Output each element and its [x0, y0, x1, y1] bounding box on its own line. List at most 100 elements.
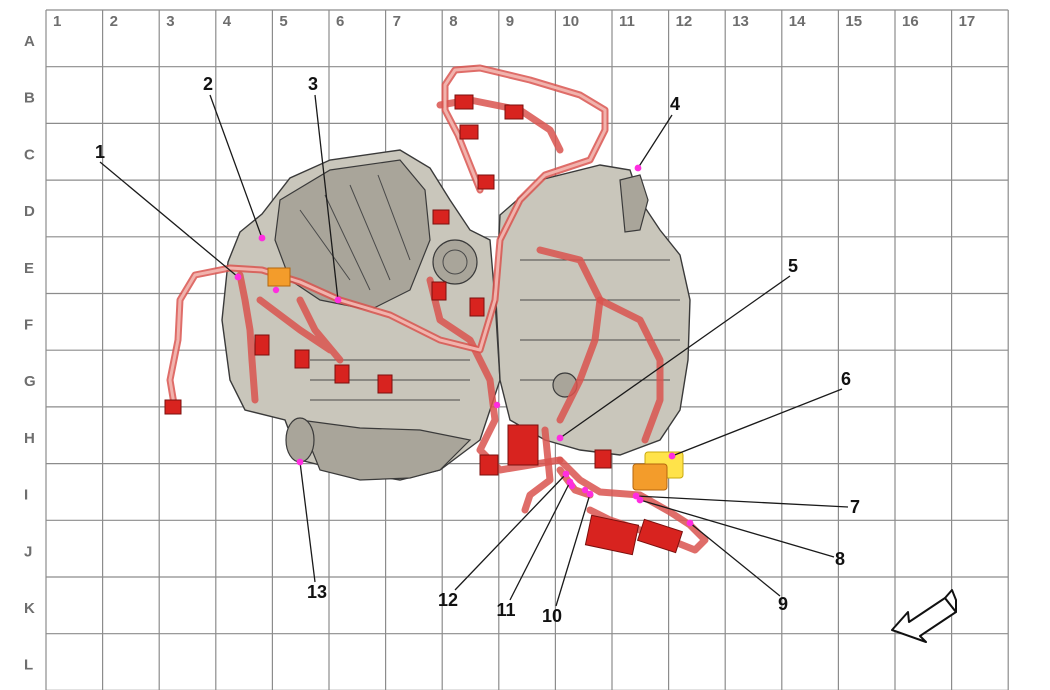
callout-number: 1 [95, 142, 105, 162]
grid-column-label: 17 [959, 13, 976, 30]
connector [636, 518, 684, 554]
intake-manifold [274, 159, 431, 311]
highlighted-connector-orange [267, 267, 291, 287]
grid-column-label: 5 [279, 13, 287, 30]
callout-number: 13 [307, 582, 327, 602]
callout-marker-dot [586, 490, 594, 498]
callout-marker-dot [634, 164, 642, 172]
grid-row-label: B [24, 90, 35, 107]
grid-column-label: 2 [110, 13, 118, 30]
callout-3: 3 [308, 74, 342, 304]
callout-leader-line [555, 493, 591, 607]
callout-4: 4 [634, 94, 680, 172]
harness-branch-left [236, 271, 344, 404]
callout-leader-line [314, 94, 339, 301]
grid-column-label: 15 [845, 13, 862, 30]
callout-number: 4 [670, 94, 680, 114]
grid-row-label: E [24, 260, 34, 277]
throttle-body [432, 239, 478, 285]
grid-row-label: K [24, 600, 35, 617]
harness-core [168, 66, 607, 412]
callout-2: 2 [203, 74, 266, 242]
grid-column-label: 13 [732, 13, 749, 30]
callout-6: 6 [668, 369, 851, 460]
connector [469, 297, 485, 317]
bell-housing [619, 174, 649, 233]
callout-number: 3 [308, 74, 318, 94]
grid-row-label: I [24, 487, 28, 504]
grid-column-label: 6 [336, 13, 344, 30]
callout-marker-dot [668, 452, 676, 460]
harness-marker-dot [568, 482, 576, 490]
callout-11: 11 [496, 478, 574, 620]
connector [294, 349, 310, 369]
grid-row-label: D [24, 203, 35, 220]
grid-row-label: C [24, 146, 35, 163]
harness-marker-dot [272, 286, 280, 294]
connector [431, 281, 447, 301]
callout-number: 7 [850, 497, 860, 517]
callout-marker-dot [296, 458, 304, 466]
connector [164, 399, 182, 415]
callout-leader-line [509, 481, 571, 601]
connector [479, 454, 499, 476]
connector [477, 174, 495, 190]
harness-branch-trans [536, 246, 604, 424]
callout-marker-dot [258, 234, 266, 242]
connector [584, 514, 640, 556]
grid-row-label: L [24, 657, 33, 674]
callout-marker-dot [562, 470, 570, 478]
callout-number: 5 [788, 256, 798, 276]
callout-leader-line [635, 495, 849, 508]
callout-9: 9 [686, 519, 788, 614]
grid-column-label: 7 [393, 13, 401, 30]
transmission [495, 164, 691, 456]
callout-leader-line [639, 499, 835, 558]
manifold-runners [299, 174, 411, 291]
grid-column-label: 9 [506, 13, 514, 30]
callout-13: 13 [296, 458, 327, 602]
harness-branch-far [596, 296, 664, 444]
grid-column-label: 16 [902, 13, 919, 30]
connector [334, 364, 350, 384]
callout-number: 12 [438, 590, 458, 610]
direction-arrow-icon [891, 589, 957, 643]
grid-column-label: 14 [789, 13, 806, 30]
oil-pan [299, 419, 472, 481]
callout-number: 8 [835, 549, 845, 569]
direction-arrow-icon [891, 597, 957, 643]
callout-leader-line [689, 522, 781, 597]
callout-marker-dot [686, 519, 694, 527]
direction-arrow-side [944, 589, 957, 613]
throttle-body-inner [442, 249, 468, 275]
callout-marker-dot [334, 296, 342, 304]
callout-number: 10 [542, 606, 562, 626]
connector [254, 334, 270, 356]
connector [432, 209, 450, 225]
connector [594, 449, 612, 469]
engine-illustration [221, 149, 691, 481]
callout-leader-line [299, 461, 316, 583]
grid-row-label: G [24, 373, 36, 390]
callout-number: 9 [778, 594, 788, 614]
grid-column-label: 1 [53, 13, 61, 30]
grid-row-label: F [24, 317, 33, 334]
callout-leader-line [209, 94, 263, 239]
grid-row-label: J [24, 543, 32, 560]
callout-number: 2 [203, 74, 213, 94]
highlighted-connector-orange [632, 463, 668, 491]
grid-column-label: 4 [223, 13, 232, 30]
grid-row-label: H [24, 430, 35, 447]
callout-leader-line [99, 161, 239, 278]
grid-row-label: A [24, 33, 35, 50]
grid-column-label: 11 [619, 13, 635, 30]
callout-8: 8 [636, 496, 845, 569]
grid-column-label: 3 [166, 13, 174, 30]
connector [507, 424, 539, 466]
callout-10: 10 [542, 490, 594, 626]
callout-1: 1 [95, 142, 242, 281]
